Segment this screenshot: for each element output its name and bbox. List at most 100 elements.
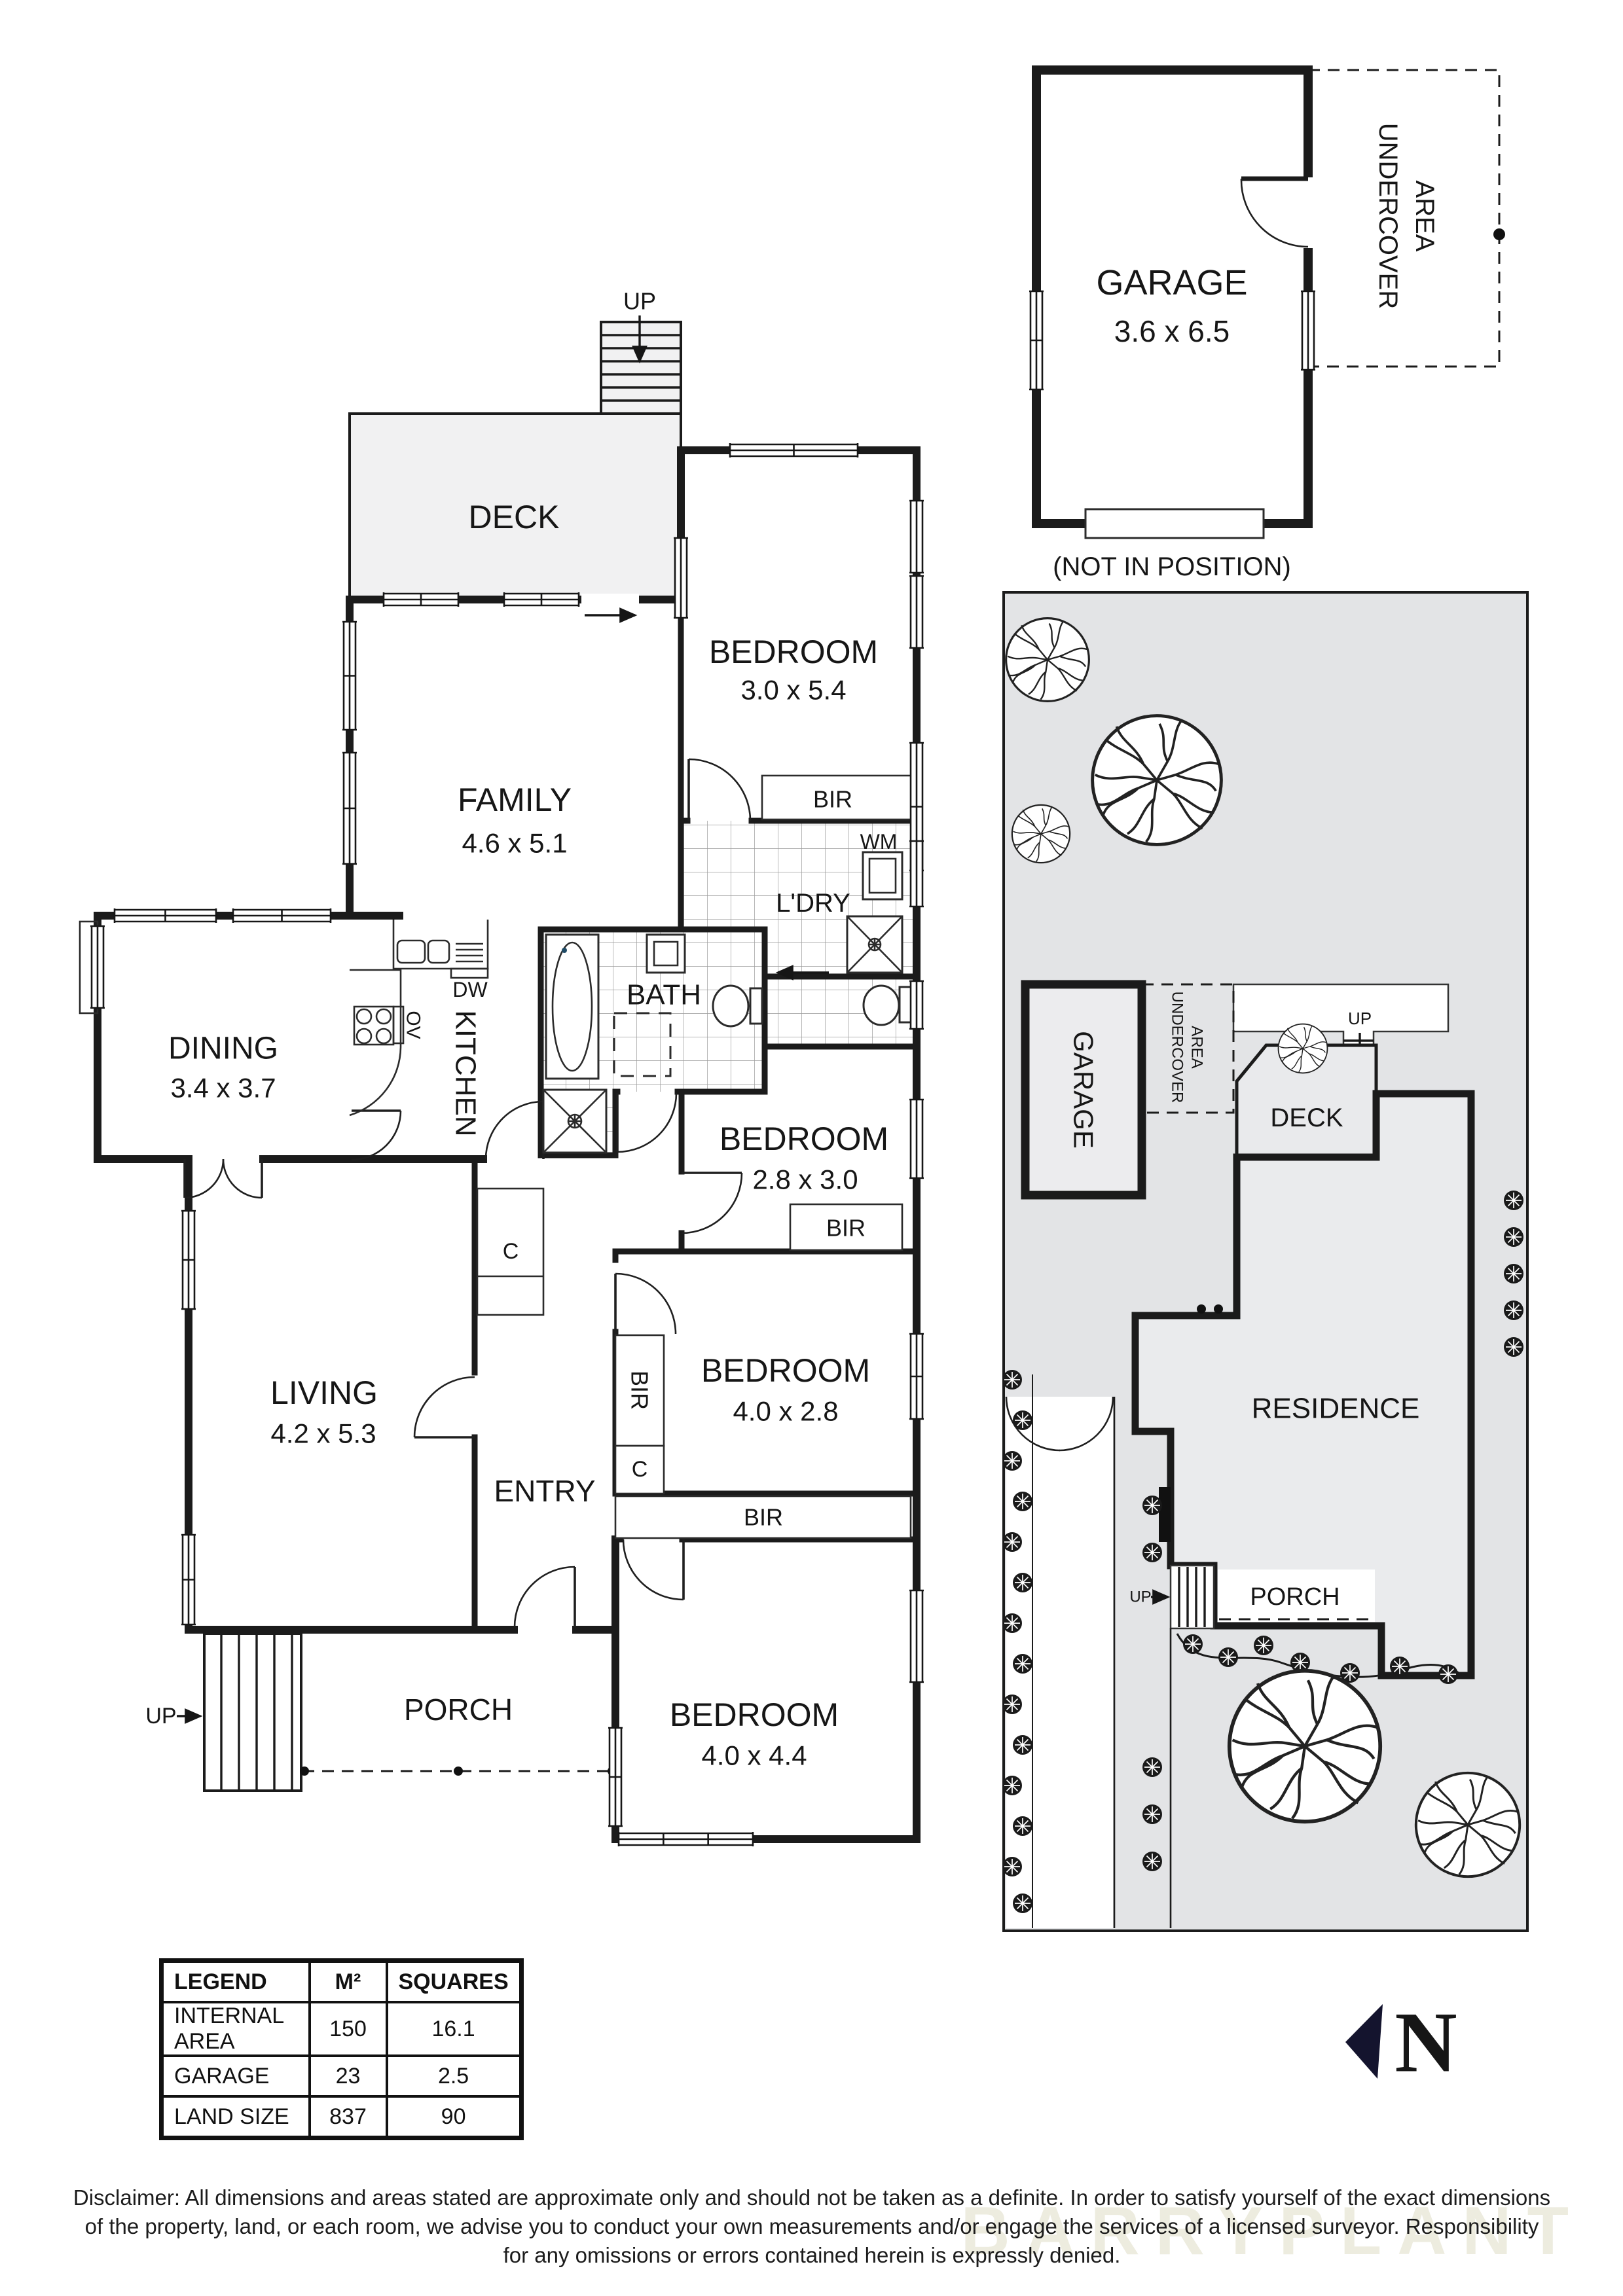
site-undercover xyxy=(1140,983,1235,1114)
site-gate-arc-right xyxy=(1059,1396,1114,1452)
kitchen-bench xyxy=(349,920,489,1117)
shrub-icon xyxy=(1012,1653,1033,1674)
legend-row-garage: GARAGE 23 2.5 xyxy=(160,2054,523,2098)
legend-col-squares: SQUARES xyxy=(385,1959,523,2003)
bedroom1-label: BEDROOM xyxy=(709,634,878,670)
window-icon xyxy=(909,840,924,908)
shrub-icon xyxy=(1389,1656,1410,1677)
site-residence-label: RESIDENCE xyxy=(1252,1393,1420,1425)
shrub-icon xyxy=(1503,1263,1524,1284)
kitchen-sink xyxy=(396,939,483,964)
shrub-icon xyxy=(1002,1694,1023,1715)
legend-table: LEGEND M² SQUARES INTERNAL AREA 150 16.1… xyxy=(159,1958,524,2140)
window-icon xyxy=(181,1210,196,1310)
window-icon xyxy=(232,908,332,923)
bedroom3-dims: 4.0 x 2.8 xyxy=(733,1396,838,1427)
toilet-bath xyxy=(712,984,763,1028)
shrub-icon xyxy=(1503,1300,1524,1321)
window-icon xyxy=(909,1589,924,1683)
shrub-icon xyxy=(1002,1450,1023,1471)
toilet-wc xyxy=(862,984,913,1026)
shrub-icon xyxy=(1002,1532,1023,1552)
window-icon xyxy=(909,980,924,1030)
bir4-label: BIR xyxy=(744,1504,783,1531)
garage-door-arc xyxy=(1240,178,1309,248)
living-label: LIVING xyxy=(270,1374,378,1411)
site-porch xyxy=(1218,1570,1375,1622)
site-deck-tree xyxy=(1277,1023,1328,1074)
bedroom4-label: BEDROOM xyxy=(670,1696,839,1733)
site-deck-up-label: UP xyxy=(1348,1009,1372,1028)
deck-stairs-floor xyxy=(601,322,681,414)
deck-label: DECK xyxy=(469,499,560,535)
shrub-icon xyxy=(1012,1734,1033,1755)
disclaimer-line2: of the property, land, or each room, we … xyxy=(84,2214,1539,2238)
window-icon xyxy=(909,1333,924,1420)
ov-label: OV xyxy=(403,1011,424,1039)
bath-vanity xyxy=(646,933,686,974)
site-porch-up-label: UP xyxy=(1129,1588,1151,1606)
deck-floor xyxy=(350,414,681,600)
garage-undercover-area-label: AREA xyxy=(1410,181,1439,252)
garage-roller-door xyxy=(1084,508,1265,539)
kitchen-bench-left xyxy=(349,969,402,1117)
shrub-icon xyxy=(1218,1647,1239,1668)
window-icon xyxy=(909,499,924,574)
undercover-door-point xyxy=(1493,228,1505,240)
site-porch-stairs xyxy=(1169,1564,1215,1630)
legend-internal-m2: 150 xyxy=(308,2001,388,2057)
window-icon xyxy=(909,1098,924,1179)
wm-label: WM xyxy=(860,830,898,853)
dining-label: DINING xyxy=(168,1031,278,1066)
bedroom2-label: BEDROOM xyxy=(720,1121,888,1157)
bath-tub xyxy=(545,933,600,1080)
shrub-icon xyxy=(1503,1336,1524,1357)
shrub-icon xyxy=(1002,1775,1023,1796)
garage-undercover-outline xyxy=(1307,69,1501,368)
window-icon xyxy=(342,751,357,865)
legend-header-row: LEGEND M² SQUARES xyxy=(160,1959,523,2003)
site-porch-label: PORCH xyxy=(1250,1583,1340,1611)
legend-garage-label: GARAGE xyxy=(160,2054,311,2098)
window-icon xyxy=(503,592,580,607)
window-icon xyxy=(617,1832,754,1846)
laundry-label: L'DRY xyxy=(776,889,850,918)
site-garage-label: GARAGE xyxy=(1068,1031,1099,1149)
window-icon xyxy=(729,443,859,457)
entry-label: ENTRY xyxy=(494,1474,595,1508)
shower-laundry xyxy=(846,915,903,974)
north-arrow-icon xyxy=(1345,2004,1383,2079)
north-indicator: N xyxy=(1345,1994,1457,2090)
shrub-icon xyxy=(1002,1613,1023,1634)
bir3-label: BIR xyxy=(627,1371,653,1410)
laundry-fixtures xyxy=(775,851,913,1026)
porch-label: PORCH xyxy=(404,1693,513,1727)
garage-undercover-label: UNDERCOVER xyxy=(1374,123,1402,309)
porch-up-label: UP xyxy=(145,1704,176,1729)
shrub-icon xyxy=(1012,1893,1033,1914)
site-undercover-area-label: AREA xyxy=(1188,1026,1206,1068)
windows xyxy=(90,290,1315,1846)
bir1-label: BIR xyxy=(813,786,852,813)
site-porch-stair-treads xyxy=(1178,1567,1206,1627)
oven xyxy=(392,1005,405,1045)
site-plan: UP GARAGE UNDERCOVER AREA DECK RESIDENCE… xyxy=(1002,591,1529,1932)
shrub-icon xyxy=(1142,1495,1163,1516)
legend-internal-squares: 16.1 xyxy=(385,2001,523,2057)
shrub-icon xyxy=(1012,1410,1033,1431)
legend-row-landsize: LAND SIZE 837 90 xyxy=(160,2095,523,2140)
shrub-icon xyxy=(1253,1635,1274,1656)
window-icon xyxy=(181,1534,196,1626)
interior-walls xyxy=(471,596,920,1633)
bedroom3-label: BEDROOM xyxy=(701,1352,870,1389)
dining-dims: 3.4 x 3.7 xyxy=(170,1073,276,1103)
closets xyxy=(476,774,916,1539)
c1-label: C xyxy=(503,1239,519,1264)
garage-plan-dims: 3.6 x 6.5 xyxy=(1114,314,1230,348)
c3-label: C xyxy=(632,1457,648,1482)
shrub-icon xyxy=(1503,1190,1524,1211)
family-label: FAMILY xyxy=(458,781,572,818)
window-icon xyxy=(113,908,217,923)
legend-landsize-label: LAND SIZE xyxy=(160,2095,311,2140)
